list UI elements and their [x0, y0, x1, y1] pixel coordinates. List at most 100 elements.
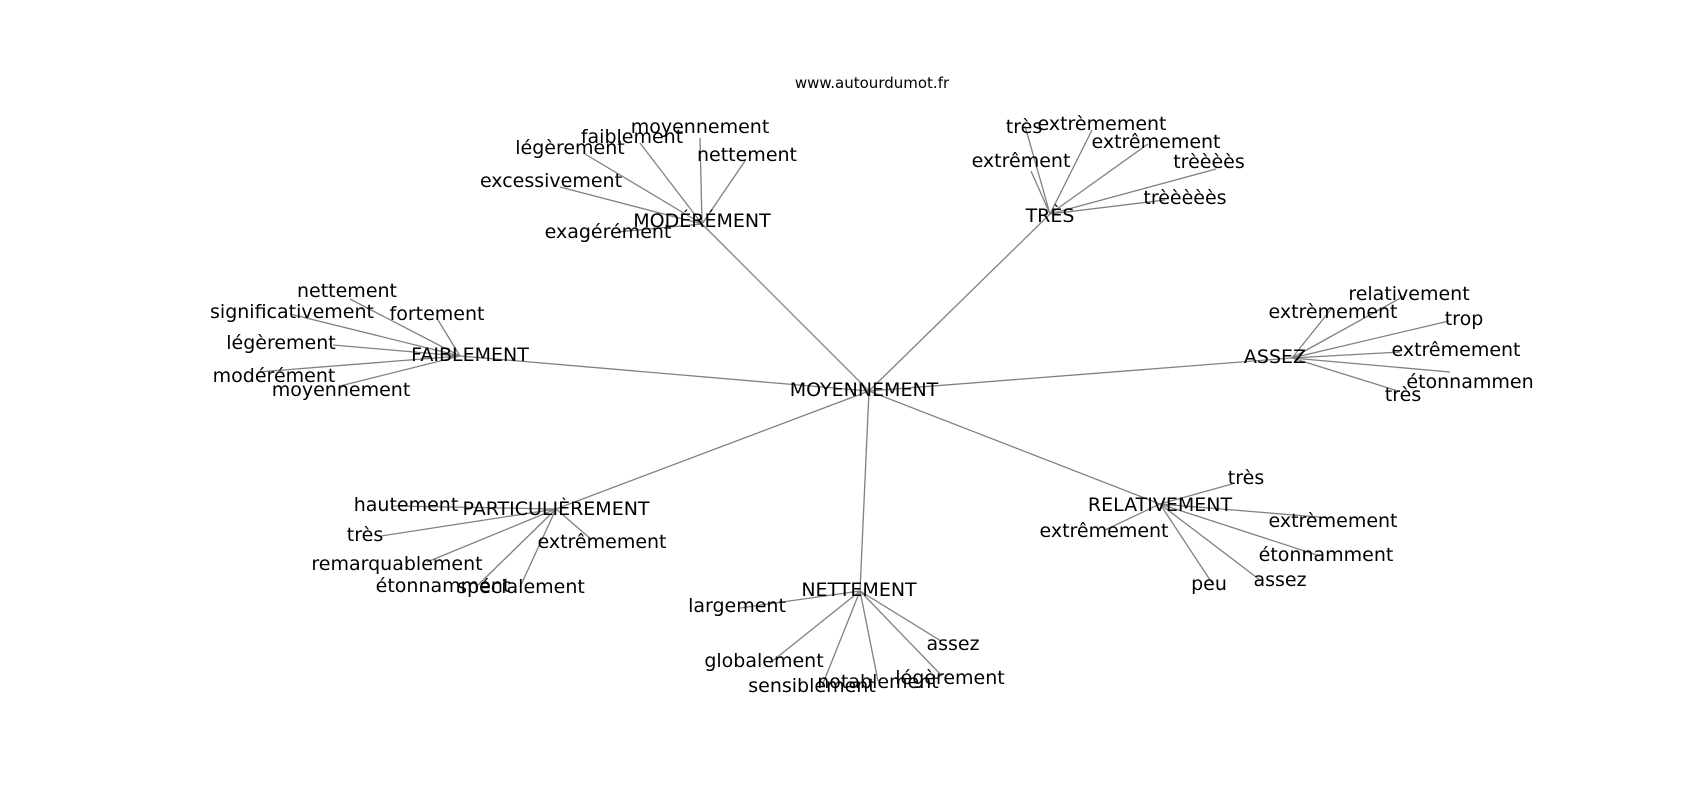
- leaf-edge: [1049, 143, 1149, 215]
- leaf-edge: [701, 160, 746, 225]
- leaf-edge: [392, 505, 557, 510]
- leaf-edge: [519, 508, 557, 588]
- edges-layer: [257, 125, 1451, 687]
- leaf-node: trèèèès: [1173, 151, 1245, 173]
- leaf-node: globalement: [704, 650, 823, 672]
- leaf-node: légèrement: [895, 667, 1005, 689]
- leaf-node: étonnammen: [1406, 371, 1533, 393]
- node-particulierement: PARTICULIÈREMENT: [462, 497, 649, 520]
- root-edge: [868, 213, 1051, 392]
- leaf-edge: [1291, 320, 1450, 359]
- leaf-node: étonnamment: [376, 575, 511, 597]
- leaf-node: très: [1228, 467, 1264, 489]
- leaf-node: faiblement: [581, 126, 683, 148]
- leaf-node: extrêmement: [1391, 339, 1520, 361]
- leaf-node: extrèmement: [1268, 510, 1397, 532]
- site-url: www.autourdumot.fr: [795, 74, 950, 92]
- root-node: MOYENNEMENT: [790, 379, 939, 401]
- root-edge: [701, 223, 870, 392]
- leaf-edge: [584, 153, 703, 225]
- leaf-node: significativement: [210, 301, 374, 323]
- leaf-node: fortement: [390, 303, 485, 325]
- leaf-edge: [1291, 307, 1333, 359]
- leaf-edge: [1104, 503, 1161, 531]
- leaf-node: extrèmement: [1037, 113, 1166, 135]
- leaf-edge: [1291, 357, 1451, 373]
- leaf-node: largement: [688, 595, 786, 617]
- leaf-edge: [1024, 125, 1051, 215]
- leaf-node: assez: [1253, 569, 1306, 591]
- node-tres: TRÈS: [1025, 204, 1075, 227]
- leaf-node: spécialement: [457, 576, 585, 598]
- leaf-edge: [380, 508, 557, 537]
- leaf-edge: [332, 344, 461, 357]
- root-edge: [868, 390, 1161, 505]
- leaf-node: nettement: [697, 144, 797, 166]
- leaf-node: assez: [926, 633, 979, 655]
- node-nettement: NETTEMENT: [801, 579, 917, 601]
- node-moderement: MODÉRÉMENT: [633, 209, 771, 232]
- leaf-edge: [559, 186, 703, 225]
- root-edge: [868, 357, 1293, 392]
- leaf-edge: [739, 590, 861, 609]
- root-edge: [859, 390, 870, 592]
- leaf-node: très: [1006, 116, 1042, 138]
- leaf-node: exagérément: [545, 221, 672, 243]
- root-edge: [459, 355, 870, 392]
- leaf-edge: [555, 508, 593, 541]
- leaf-node: excessivement: [480, 170, 622, 192]
- leaf-node: moyennement: [631, 116, 770, 138]
- leaf-node: trèèèèès: [1143, 187, 1226, 209]
- leaf-edge: [426, 508, 557, 563]
- leaf-edge: [1049, 199, 1166, 215]
- leaf-node: peu: [1191, 573, 1227, 595]
- leaf-edge: [1291, 294, 1407, 359]
- leaf-edge: [475, 508, 557, 588]
- leaf-node: modérément: [213, 365, 336, 387]
- root-edge: [555, 390, 870, 510]
- leaf-node: étonnamment: [1259, 544, 1394, 566]
- leaf-node: nettement: [297, 280, 397, 302]
- leaf-edge: [1291, 351, 1401, 359]
- leaf-edge: [339, 355, 461, 387]
- leaf-node: trop: [1445, 308, 1484, 330]
- leaf-node: extrêmement: [1091, 131, 1220, 153]
- leaf-node: extrêment: [972, 150, 1071, 172]
- leaf-edge: [437, 319, 461, 357]
- leaf-node: notablement: [817, 671, 938, 693]
- leaf-edge: [1049, 129, 1093, 215]
- leaf-edge: [1030, 170, 1051, 215]
- leaf-node: légèrement: [226, 332, 336, 354]
- leaf-edge: [616, 223, 703, 233]
- leaf-node: extrêmement: [1039, 520, 1168, 542]
- node-relativement: RELATIVEMENT: [1088, 494, 1233, 516]
- leaf-edge: [1159, 503, 1261, 581]
- leaf-edge: [1049, 168, 1217, 215]
- leaf-node: relativement: [1348, 283, 1469, 305]
- leaf-edge: [699, 137, 703, 225]
- node-assez: ASSEZ: [1244, 346, 1306, 368]
- leaf-edge: [257, 355, 461, 373]
- leaf-edge: [859, 590, 942, 642]
- leaf-node: hautement: [354, 494, 459, 516]
- leaf-edge: [859, 590, 879, 682]
- leaf-node: sensiblement: [748, 675, 876, 697]
- leaf-node: légèrement: [515, 137, 625, 159]
- leaf-node: remarquablement: [311, 553, 482, 575]
- leaf-edge: [289, 313, 461, 357]
- node-faiblement: FAIBLEMENT: [411, 344, 529, 366]
- leaf-node: très: [1385, 384, 1421, 406]
- leaf-node: moyennement: [272, 379, 411, 401]
- leaf-edge: [1291, 357, 1399, 392]
- leaf-node: très: [347, 524, 383, 546]
- leaf-edge: [1159, 503, 1331, 519]
- leaf-edge: [821, 590, 861, 687]
- leaf-edge: [349, 298, 461, 357]
- leaf-edge: [859, 590, 943, 677]
- leaf-edge: [1159, 503, 1213, 584]
- leaf-edge: [769, 590, 861, 664]
- leaf-node: extrêmement: [537, 531, 666, 553]
- leaf-edge: [1159, 483, 1233, 505]
- leaf-node: extrèmement: [1268, 301, 1397, 323]
